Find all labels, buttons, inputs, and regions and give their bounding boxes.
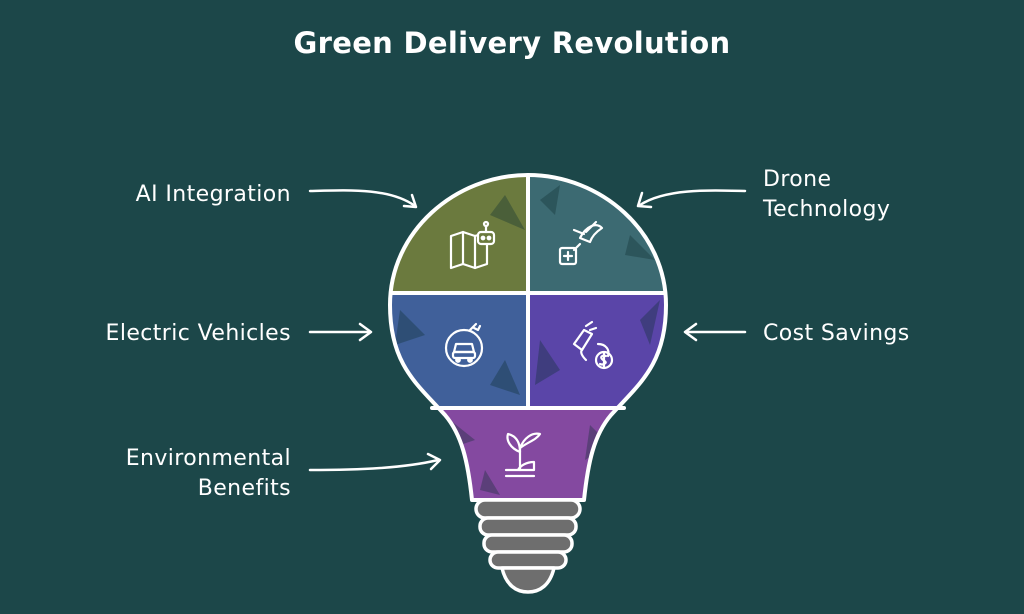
plant-hand-icon: [504, 432, 542, 478]
savings-cycle-icon: [572, 320, 614, 370]
page-title: Green Delivery Revolution: [293, 26, 731, 60]
bulb-base: [474, 498, 582, 594]
arrow-environmental-benefits: [308, 452, 442, 472]
label-ai-integration: AI Integration: [135, 182, 291, 207]
label-drone-technology: Drone Technology: [763, 165, 890, 225]
segment-ai-integration: [390, 175, 528, 293]
label-environmental-line2: Benefits: [197, 476, 291, 501]
robot-map-icon: [449, 220, 496, 270]
label-drone-line1: Drone: [763, 167, 832, 192]
arrow-drone-technology: [636, 189, 747, 209]
arrow-cost-savings: [683, 322, 747, 342]
label-environmental-line1: Environmental: [125, 446, 291, 471]
label-drone-line2: Technology: [763, 197, 891, 222]
segment-environmental-benefits: [390, 408, 666, 500]
label-cost-savings: Cost Savings: [763, 321, 910, 346]
arrow-ai-integration: [308, 189, 418, 209]
arrow-electric-vehicles: [308, 322, 373, 342]
electric-car-icon: [444, 322, 484, 368]
label-electric-vehicles: Electric Vehicles: [105, 321, 291, 346]
drone-package-icon: [558, 220, 604, 266]
label-environmental-benefits: Environmental Benefits: [126, 444, 291, 504]
